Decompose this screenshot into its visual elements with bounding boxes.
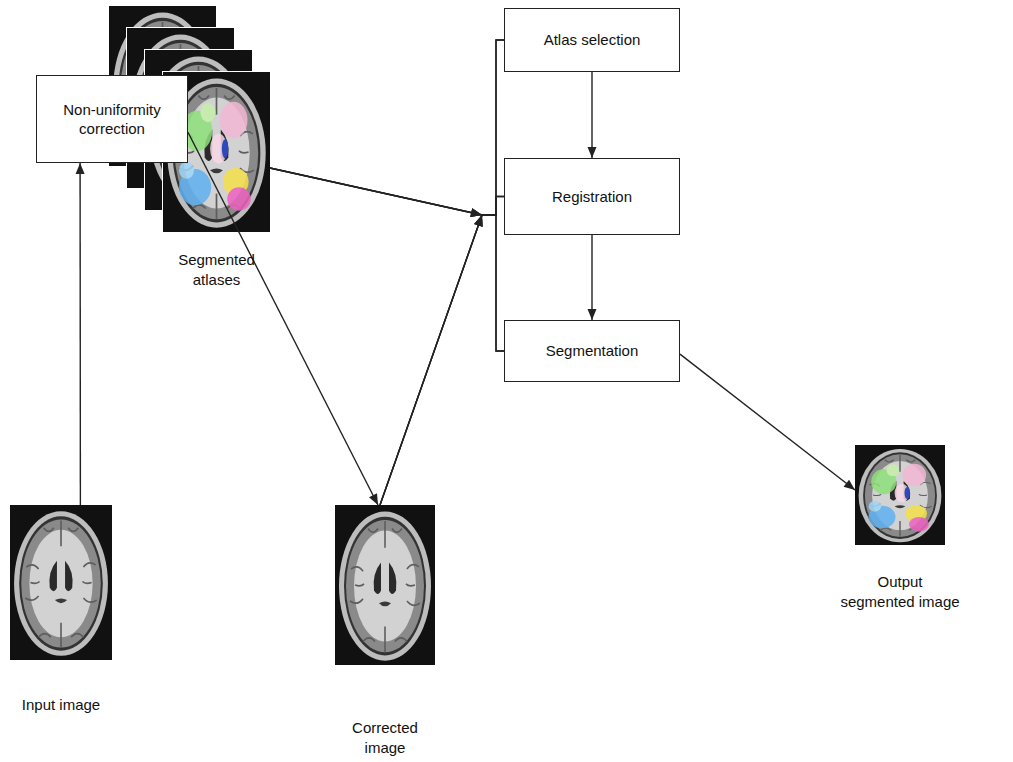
connector-line — [270, 168, 504, 351]
box-label: Registration — [552, 187, 632, 207]
process-box: Atlas selection — [504, 8, 680, 72]
arrowhead — [474, 215, 482, 227]
box-label: Segmentation — [546, 341, 639, 361]
arrowhead — [470, 208, 482, 217]
arrowhead — [76, 163, 85, 174]
image-caption: Corrected image — [335, 718, 435, 757]
image-caption: Output segmented image — [840, 572, 961, 611]
connector-line — [591, 235, 592, 320]
connector-line — [79, 163, 81, 505]
connector — [380, 40, 504, 505]
arrowhead — [474, 215, 482, 227]
process-box: Non-uniformity correction — [36, 75, 188, 163]
connector-line — [380, 215, 504, 505]
arrowhead — [474, 215, 482, 227]
process-box: Registration — [504, 158, 680, 235]
arrowhead — [470, 208, 482, 217]
image-node: Corrected image — [335, 505, 435, 665]
arrowhead — [588, 309, 597, 320]
arrowhead — [369, 493, 378, 505]
arrowhead — [844, 480, 855, 490]
connector — [380, 215, 504, 505]
connector-line — [270, 168, 504, 215]
connector — [270, 168, 504, 351]
corrected-brain — [335, 505, 435, 665]
image-caption: Input image — [10, 695, 112, 715]
connector-line — [591, 72, 592, 158]
image-node: Output segmented image — [855, 445, 945, 545]
connector — [76, 163, 85, 505]
connector-line — [270, 40, 504, 215]
connector — [270, 40, 504, 217]
output-labels — [869, 464, 929, 532]
connector-line — [680, 354, 855, 490]
connector — [680, 354, 855, 490]
arrowhead — [588, 147, 597, 158]
arrowhead — [470, 208, 482, 217]
connector — [380, 197, 504, 506]
connector — [588, 235, 597, 320]
output-brain — [855, 445, 945, 545]
connector — [588, 72, 597, 158]
connector-line — [188, 132, 378, 505]
connector-line — [380, 40, 504, 505]
connector — [188, 132, 378, 505]
connector-line — [380, 197, 504, 506]
image-caption: Segmented atlases — [163, 250, 270, 289]
box-label: Non-uniformity correction — [47, 100, 177, 139]
box-label: Atlas selection — [544, 30, 641, 50]
input-brain — [10, 505, 112, 660]
atlas-labels — [179, 102, 251, 211]
process-box: Segmentation — [504, 320, 680, 382]
image-node: Input image — [10, 505, 112, 660]
